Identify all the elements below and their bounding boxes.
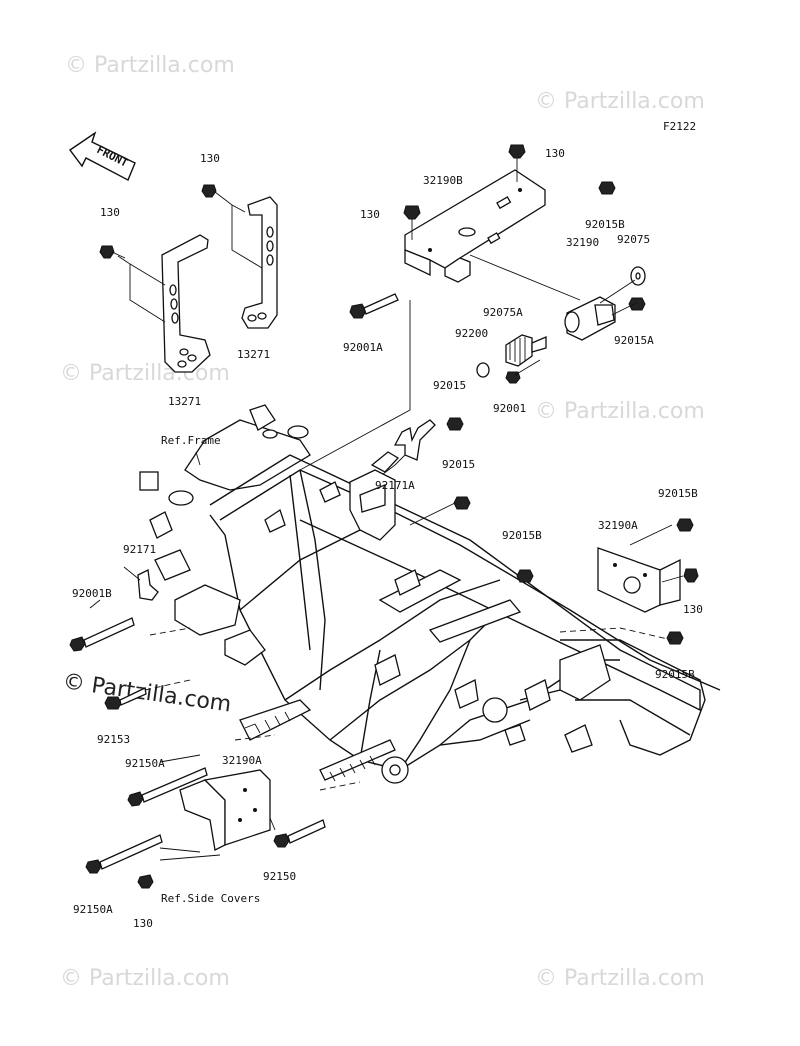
label-92153: 92153: [97, 733, 130, 746]
label-32190: 32190: [566, 236, 599, 249]
bolt-92150-icon: [273, 819, 326, 848]
label-130-d: 130: [360, 208, 380, 221]
label-32190A-a: 32190A: [598, 519, 638, 532]
label-13271-a: 13271: [237, 348, 270, 361]
nut-92015A-icon: [628, 297, 646, 311]
bushing-92075A-icon: [505, 334, 547, 367]
label-130-a: 130: [200, 152, 220, 165]
label-92015B-c: 92015B: [502, 529, 542, 542]
label-130-b: 130: [100, 206, 120, 219]
bolt-130-right-icon: [201, 184, 217, 198]
footrest-hatching: [244, 711, 376, 782]
bolt-130-upper-mid-icon: [403, 205, 421, 240]
watermark-main: © Partzilla.com: [61, 669, 233, 717]
label-92015A: 92015A: [614, 334, 654, 347]
ref-side-covers-label: Ref.Side Covers: [161, 892, 260, 905]
watermark-mid-right: © Partzilla.com: [535, 399, 705, 424]
nut-92015B-lower-right-icon: [666, 631, 684, 645]
diagram-code: F2122: [663, 120, 696, 133]
bolt-92150A-lower-icon: [85, 834, 163, 874]
nut-92015B-right-upper-icon: [676, 518, 694, 532]
watermark-top-left: © Partzilla.com: [65, 53, 235, 78]
leader-92001A: [299, 300, 411, 471]
watermark-bottom-left: © Partzilla.com: [60, 966, 230, 991]
washer-92200-icon: [476, 362, 490, 378]
nut-92153-icon: [104, 687, 147, 710]
label-92171: 92171: [123, 543, 156, 556]
lower-bracket-32190A-left: [179, 769, 271, 851]
bracket-92171-icon: [137, 569, 159, 601]
callout-labels: 130 130 130 130 130 130 13271 13271 3219…: [72, 147, 703, 930]
footrest-bracket-right: [241, 196, 278, 329]
leader-13271-left: [117, 255, 166, 323]
bolt-130-right-lower-icon: [683, 568, 699, 583]
bolt-92001B-icon: [69, 617, 135, 652]
label-32190A-b: 32190A: [222, 754, 262, 767]
nut-92015-lower-icon: [409, 496, 471, 526]
nut-92015-upper-icon: [446, 417, 464, 431]
label-92001B: 92001B: [72, 587, 112, 600]
bolt-92150A-upper-icon: [127, 767, 208, 807]
engine-bracket-32190B: [404, 169, 546, 283]
label-13271-b: 13271: [168, 395, 201, 408]
label-92150A-a: 92150A: [125, 757, 165, 770]
label-92150A-b: 92150A: [73, 903, 113, 916]
bolt-92001A-icon: [349, 293, 399, 319]
leader-mount-sleeve: [469, 254, 637, 316]
label-92015B-d: 92015B: [655, 668, 695, 681]
footrest-bracket-left: [161, 234, 211, 373]
label-130-e: 130: [683, 603, 703, 616]
label-92015-a: 92015: [433, 379, 466, 392]
label-92015B-a: 92015B: [585, 218, 625, 231]
leader-lines: [89, 451, 684, 861]
bracket-92171A: [370, 419, 436, 473]
watermark-top-right: © Partzilla.com: [535, 89, 705, 114]
label-92171A: 92171A: [375, 479, 415, 492]
label-32190B: 32190B: [423, 174, 463, 187]
front-arrow-icon: FRONT: [69, 131, 136, 181]
watermark-mid-left: © Partzilla.com: [60, 361, 230, 386]
mount-sleeve-32190: [564, 296, 616, 341]
label-92200: 92200: [455, 327, 488, 340]
label-92075A: 92075A: [483, 306, 523, 319]
bolt-130-bottom-icon: [137, 874, 154, 889]
label-92015-b: 92015: [442, 458, 475, 471]
bolt-130-left-icon: [99, 245, 126, 259]
nut-92015B-mid-icon: [516, 569, 534, 583]
bolt-92001-icon: [505, 359, 541, 384]
washer-92075-icon: [630, 266, 646, 286]
main-frame: [139, 404, 721, 784]
nut-92015B-top-icon: [598, 181, 616, 195]
bolt-130-top-icon: [508, 144, 526, 182]
ref-frame-label: Ref.Frame: [161, 434, 221, 447]
label-130-f: 130: [133, 917, 153, 930]
label-92150: 92150: [263, 870, 296, 883]
leader-13271-right: [214, 191, 263, 269]
lower-bracket-32190A-right: [597, 547, 681, 613]
label-92001: 92001: [493, 402, 526, 415]
watermark-bottom-right: © Partzilla.com: [535, 966, 705, 991]
label-92075: 92075: [617, 233, 650, 246]
label-92015B-b: 92015B: [658, 487, 698, 500]
label-92001A: 92001A: [343, 341, 383, 354]
label-130-c: 130: [545, 147, 565, 160]
